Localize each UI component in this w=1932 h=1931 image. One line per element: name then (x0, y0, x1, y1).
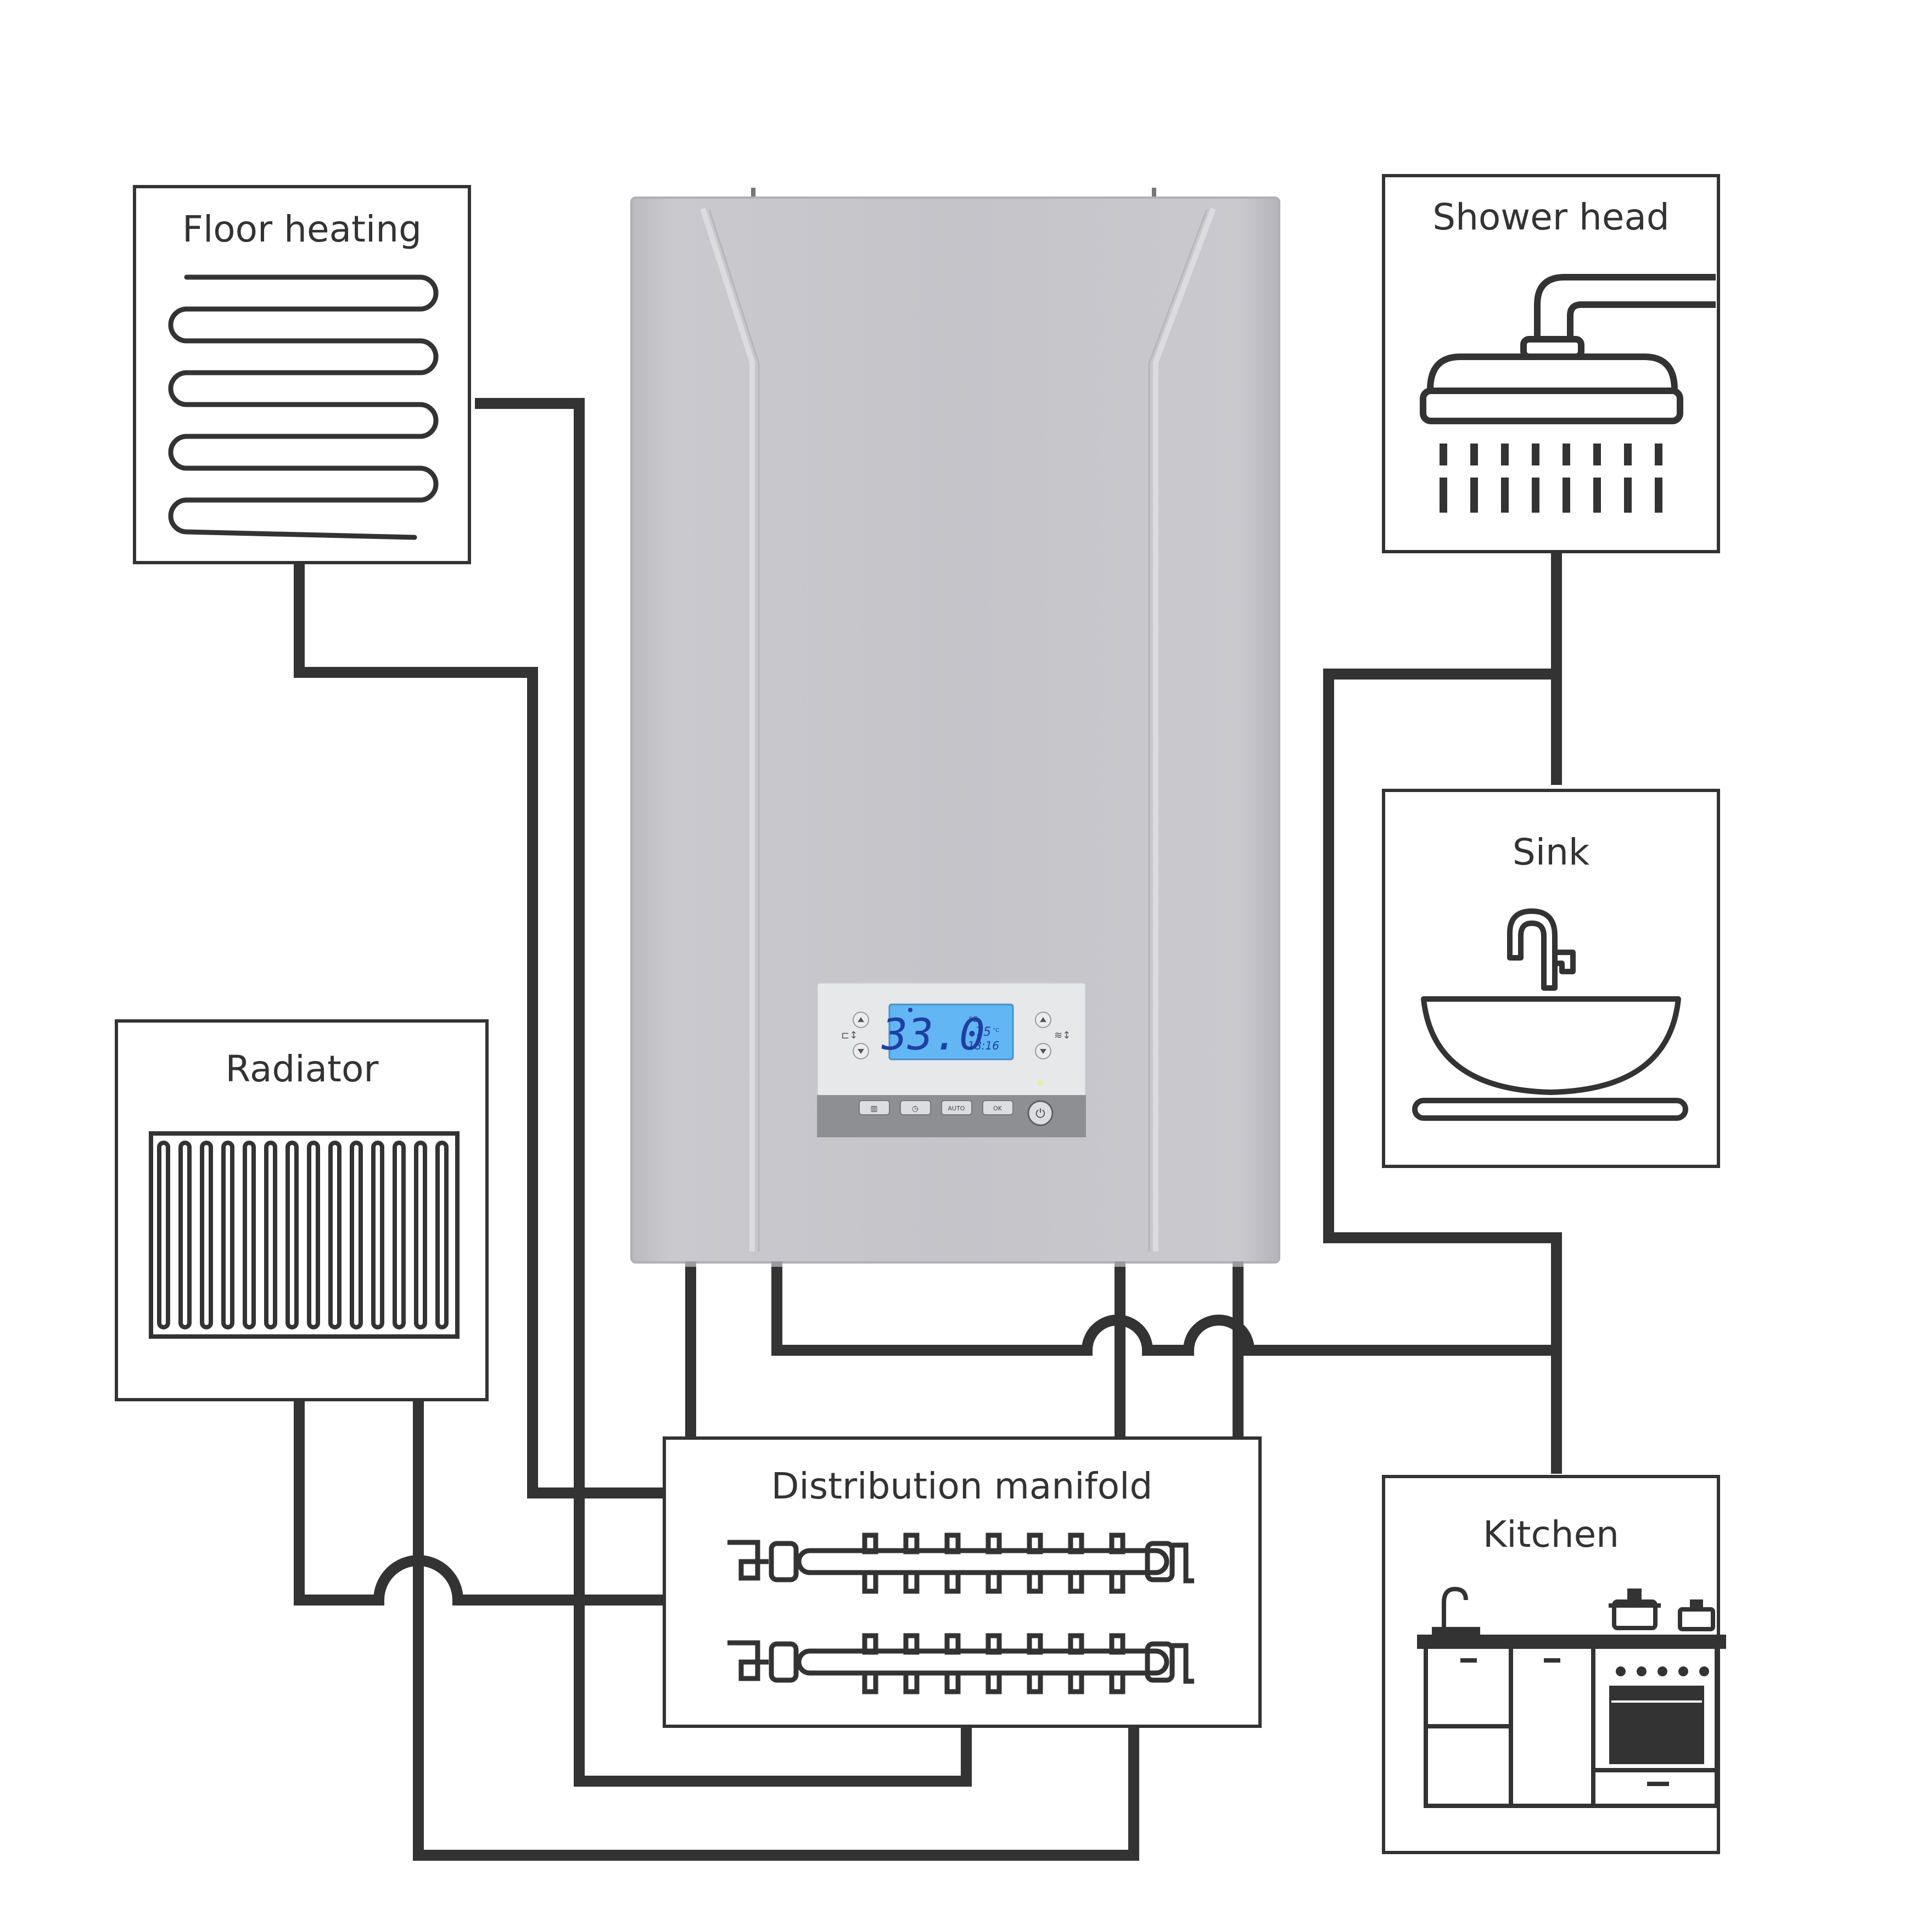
boiler-bevel-left (700, 207, 755, 1251)
heating-button-label: ▥ (870, 1104, 877, 1113)
control-panel: 33.0 °C 75 °C 18:16 ⊏↕ ≋↕ ▥ ◷ AUTO (816, 981, 1087, 1138)
power-icon: ⏻ (1035, 1107, 1045, 1121)
shower-head-box: Shower head (1382, 174, 1720, 553)
manifold-icon (727, 1533, 1194, 1694)
hot-water-mode-icon: ≋↕ (1054, 1030, 1071, 1041)
sink-box: Sink (1382, 789, 1720, 1168)
auto-button-label: AUTO (948, 1105, 965, 1112)
lcd-main-value: 33.0 (881, 1011, 985, 1060)
boiler-body (630, 197, 1280, 1264)
lcd-main-unit: °C (968, 1015, 978, 1024)
radiator-mode-icon: ⊏↕ (841, 1030, 858, 1041)
floor-heating-coil-icon (168, 274, 439, 540)
auto-button[interactable] (941, 1100, 972, 1115)
pipe-shower-branch (1323, 669, 1562, 1474)
power-button[interactable] (1027, 1100, 1054, 1126)
sink-faucet-icon (1412, 908, 1688, 1121)
radiator-icon (149, 1131, 460, 1339)
pipe-floor-heating-return (294, 563, 667, 1498)
pipe-radiator-supply (294, 1400, 667, 1606)
shower-head-label: Shower head (1432, 196, 1670, 238)
lcd-secondary-unit: °C (993, 1028, 999, 1034)
kitchen-label: Kitchen (1483, 1513, 1619, 1556)
kitchen-icon (1417, 1586, 1726, 1808)
chevron-down-icon (1040, 1049, 1046, 1054)
lcd-indicator (908, 1008, 912, 1012)
pipe-floor-heating-supply (475, 398, 972, 1787)
radiator-label: Radiator (226, 1048, 379, 1090)
shower-water-drops (1440, 444, 1662, 513)
shower-head-icon (1420, 274, 1716, 424)
pipe-boiler-domestic (771, 1260, 1556, 1356)
ok-button[interactable] (982, 1100, 1013, 1115)
lcd-secondary-value: 75 (976, 1025, 991, 1039)
distribution-manifold-box: Distribution manifold (663, 1436, 1262, 1728)
pipes (294, 398, 1562, 1861)
boiler-unit: 33.0 °C 75 °C 18:16 ⊏↕ ≋↕ ▥ ◷ AUTO (630, 188, 1280, 1267)
heating-button[interactable] (859, 1100, 890, 1115)
timer-button[interactable] (900, 1100, 931, 1115)
timer-button-label: ◷ (912, 1104, 919, 1113)
boiler-bevel-right (1153, 207, 1216, 1251)
status-led (1038, 1080, 1043, 1086)
floor-heating-box: Floor heating (133, 185, 471, 564)
floor-heating-label: Floor heating (182, 208, 422, 250)
chevron-down-icon (858, 1049, 864, 1054)
distribution-manifold-label: Distribution manifold (771, 1465, 1153, 1507)
ok-button-label: OK (993, 1105, 1003, 1112)
kitchen-box: Kitchen (1382, 1475, 1726, 1854)
radiator-box: Radiator (115, 1019, 489, 1401)
pipe-radiator-return (413, 1400, 1139, 1861)
chevron-up-icon (1040, 1017, 1046, 1022)
chevron-up-icon (858, 1017, 864, 1022)
sink-label: Sink (1513, 831, 1590, 873)
lcd-clock: 18:16 (967, 1039, 999, 1052)
lcd-screen (888, 1003, 1014, 1060)
